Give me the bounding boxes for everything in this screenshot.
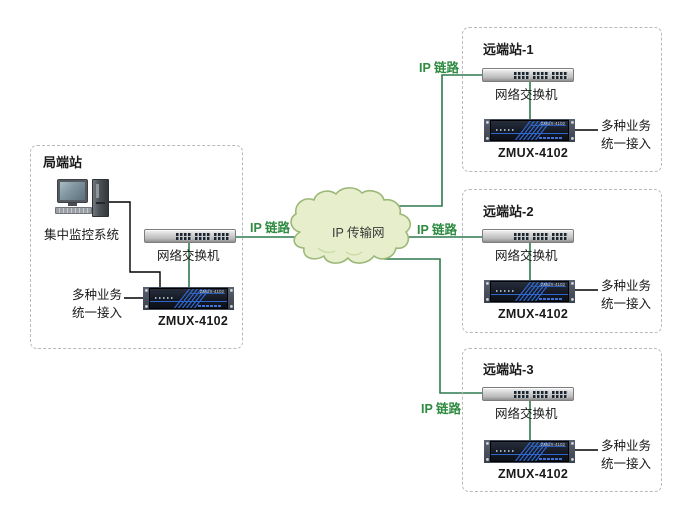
remote1-zmux-label: ZMUX-4102 (498, 146, 569, 160)
remote3-zmux-device-icon: ZMUX-4102 (484, 440, 575, 463)
remote3-switch-label: 网络交换机 (495, 407, 558, 421)
remote-station-3-title: 远端站-3 (483, 362, 534, 377)
local-station-box (30, 145, 243, 349)
ip-link-label-remote2: IP 链路 (417, 223, 458, 237)
remote1-access-label-line2: 统一接入 (601, 137, 652, 151)
remote2-switch-label: 网络交换机 (495, 249, 558, 263)
remote3-network-switch-icon (482, 387, 574, 401)
remote-station-2-box (462, 189, 662, 333)
local-station-title: 局端站 (43, 155, 83, 170)
remote2-zmux-device-icon: ZMUX-4102 (484, 280, 575, 303)
remote2-access-label-line1: 多种业务 (601, 279, 652, 293)
remote2-zmux-face-label: ZMUX-4102 (540, 282, 565, 287)
local-access-label-line1: 多种业务 (72, 288, 123, 302)
remote2-zmux-label: ZMUX-4102 (498, 307, 569, 321)
local-access-label-line2: 统一接入 (72, 306, 123, 320)
local-zmux-device-icon: ZMUX-4102 (143, 287, 234, 310)
remote2-access-label-line2: 统一接入 (601, 297, 652, 311)
remote1-access-label-line1: 多种业务 (601, 119, 652, 133)
cloud-label: IP 传输网 (332, 226, 385, 240)
monitoring-system-label: 集中监控系统 (44, 228, 120, 242)
monitoring-computer-icon (55, 179, 111, 219)
remote-station-1-title: 远端站-1 (483, 42, 534, 57)
remote1-zmux-device-icon: ZMUX-4102 (484, 119, 575, 142)
remote1-zmux-face-label: ZMUX-4102 (540, 121, 565, 126)
remote-station-2-title: 远端站-2 (483, 204, 534, 219)
remote2-network-switch-icon (482, 229, 574, 243)
local-zmux-face-label: ZMUX-4102 (199, 289, 224, 294)
computer-keyboard-icon (55, 207, 92, 214)
cloud-shape (290, 187, 412, 264)
wire-cloud-to-remote3 (384, 258, 482, 394)
ip-link-label-remote3: IP 链路 (421, 402, 462, 416)
ip-network-cloud (284, 186, 416, 270)
ip-link-label-remote1: IP 链路 (419, 61, 460, 75)
local-zmux-label: ZMUX-4102 (158, 314, 229, 328)
remote3-zmux-label: ZMUX-4102 (498, 467, 569, 481)
remote1-network-switch-icon (482, 68, 574, 82)
remote3-zmux-face-label: ZMUX-4102 (540, 442, 565, 447)
remote3-access-label-line2: 统一接入 (601, 457, 652, 471)
remote3-access-label-line1: 多种业务 (601, 439, 652, 453)
wire-computer-to-zmux (107, 201, 161, 287)
local-network-switch-icon (144, 229, 236, 243)
remote1-switch-label: 网络交换机 (495, 88, 558, 102)
computer-monitor-icon (57, 179, 88, 203)
computer-tower-icon (92, 179, 109, 217)
remote-station-1-box (462, 27, 662, 172)
ip-link-label-local: IP 链路 (250, 221, 291, 235)
local-switch-label: 网络交换机 (157, 249, 220, 263)
remote-station-3-box (462, 348, 662, 492)
